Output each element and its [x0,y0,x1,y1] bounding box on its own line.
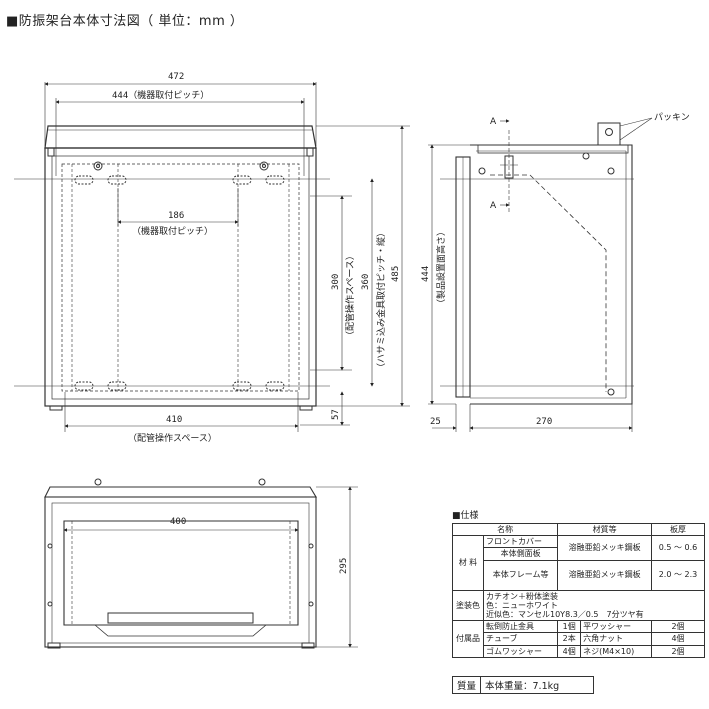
front-dimension-labels: 472 444（機器取付ピッチ） 186 （機器取付ピッチ） 410 （配管操作… [112,72,401,444]
dim-444-side: 444 [421,266,431,282]
side-dimensions [428,119,633,432]
spec-table: 名称 材質等 板厚 材 料 フロントカバー 溶融亜鉛メッキ鋼板 0.5 〜 0.… [451,522,706,658]
spec-row-side: 本体側面板 [453,547,705,561]
spec-row-cover: 材 料 フロントカバー 溶融亜鉛メッキ鋼板 0.5 〜 0.6 [452,535,706,591]
dim-300-label: （配管操作スペース） [344,251,356,340]
weight-value: 本体重量：7.1kg [480,676,595,694]
dim-410-label: （配管操作スペース） [128,432,217,444]
group-accessories: 付属品 [452,620,484,658]
row12-material: 溶融亜鉛メッキ鋼板 [557,535,652,561]
side-view [440,117,653,405]
acc-name: ゴムワッシャー [482,644,559,658]
bottom-dimension-labels: 400 295 [170,517,349,574]
front-dimensions [44,82,410,432]
acc-name2: ネジ(M4×10) [580,644,652,658]
dim-300: 300 [331,274,341,290]
dim-25: 25 [430,417,441,427]
dim-444-side-label: （製品設置面高さ） [435,227,447,308]
spec-row-paint: 塗装色 カチオン＋粉体塗装 色：ニューホワイト 近似色：マンセル10Y8.3／0… [452,589,705,622]
weight-table: 質量 本体重量：7.1kg [451,676,595,694]
dim-444-pitch: 444（機器取付ピッチ） [112,89,209,101]
front-view [14,125,330,411]
acc-qty: 2本 [557,632,582,646]
acc-qty2: 2個 [650,644,706,658]
spec-row-acc-0: 付属品 転倒防止金具 1個 平ワッシャー 2個 [452,620,706,658]
group-material: 材 料 [452,535,484,591]
side-dimension-labels: A A パッキン 444 （製品設置面高さ） 25 270 [421,112,690,427]
row12-thickness: 0.5 〜 0.6 [650,535,706,561]
paint-line2: 色：ニューホワイト [486,600,558,610]
spec-section: ■仕様 名称 材質等 板厚 材 料 フロントカバー 溶融亜鉛メッキ鋼板 0.5 … [451,508,706,658]
bottom-view [44,478,317,649]
dim-186: 186 [168,211,184,221]
dim-485: 485 [391,266,401,282]
row3-name: 本体フレーム等 [482,559,559,591]
row2-name: 本体側面板 [482,547,559,561]
weight-label: 質量 [451,676,482,694]
acc-qty: 4個 [557,644,582,658]
spec-row-acc-1: チューブ 2本 六角ナット 4個 [453,632,706,646]
page-title: ■防振架台本体寸法図（ 単位：mm ） [6,14,244,29]
section-a-bottom: A [490,201,497,211]
dim-360: 360 [361,274,371,290]
dim-270: 270 [536,417,552,427]
acc-name2: 平ワッシャー [580,620,652,634]
dim-57: 57 [331,409,341,420]
header-material: 材質等 [557,522,652,537]
dim-400: 400 [170,517,186,527]
paint-line1: カチオン＋粉体塗装 [486,591,558,601]
acc-name: 転倒防止金具 [482,620,559,634]
paint-line3: 近似色：マンセル10Y8.3／0.5 7分ツヤ有 [486,609,644,619]
row3-material: 溶融亜鉛メッキ鋼板 [557,559,652,591]
dim-360-label: （ハサミ込み金具取付ピッチ・縦） [375,228,387,372]
spec-row-frame: 本体フレーム等 溶融亜鉛メッキ鋼板 2.0 〜 2.3 [453,559,706,591]
row3-thickness: 2.0 〜 2.3 [650,559,706,591]
acc-name: チューブ [482,632,559,646]
spec-title: ■仕様 [452,511,479,521]
spec-header-row: 名称 材質等 板厚 [451,522,706,537]
acc-qty2: 2個 [650,620,706,634]
dim-410: 410 [166,415,182,425]
acc-name2: 六角ナット [580,632,652,646]
acc-qty: 1個 [557,620,582,634]
header-thickness: 板厚 [650,522,706,537]
dim-186-label: （機器取付ピッチ） [132,225,213,237]
spec-row-acc-2: ゴムワッシャー 4個 ネジ(M4×10) 2個 [453,644,706,658]
packing-label: パッキン [654,112,690,123]
dim-295: 295 [339,558,349,574]
acc-qty2: 4個 [650,632,706,646]
section-a-top: A [490,117,497,127]
bottom-dimensions [63,486,358,648]
header-name: 名称 [451,522,559,537]
dim-472: 472 [168,72,184,82]
row1-name: フロントカバー [482,535,559,549]
group-paint: 塗装色 [452,589,484,622]
